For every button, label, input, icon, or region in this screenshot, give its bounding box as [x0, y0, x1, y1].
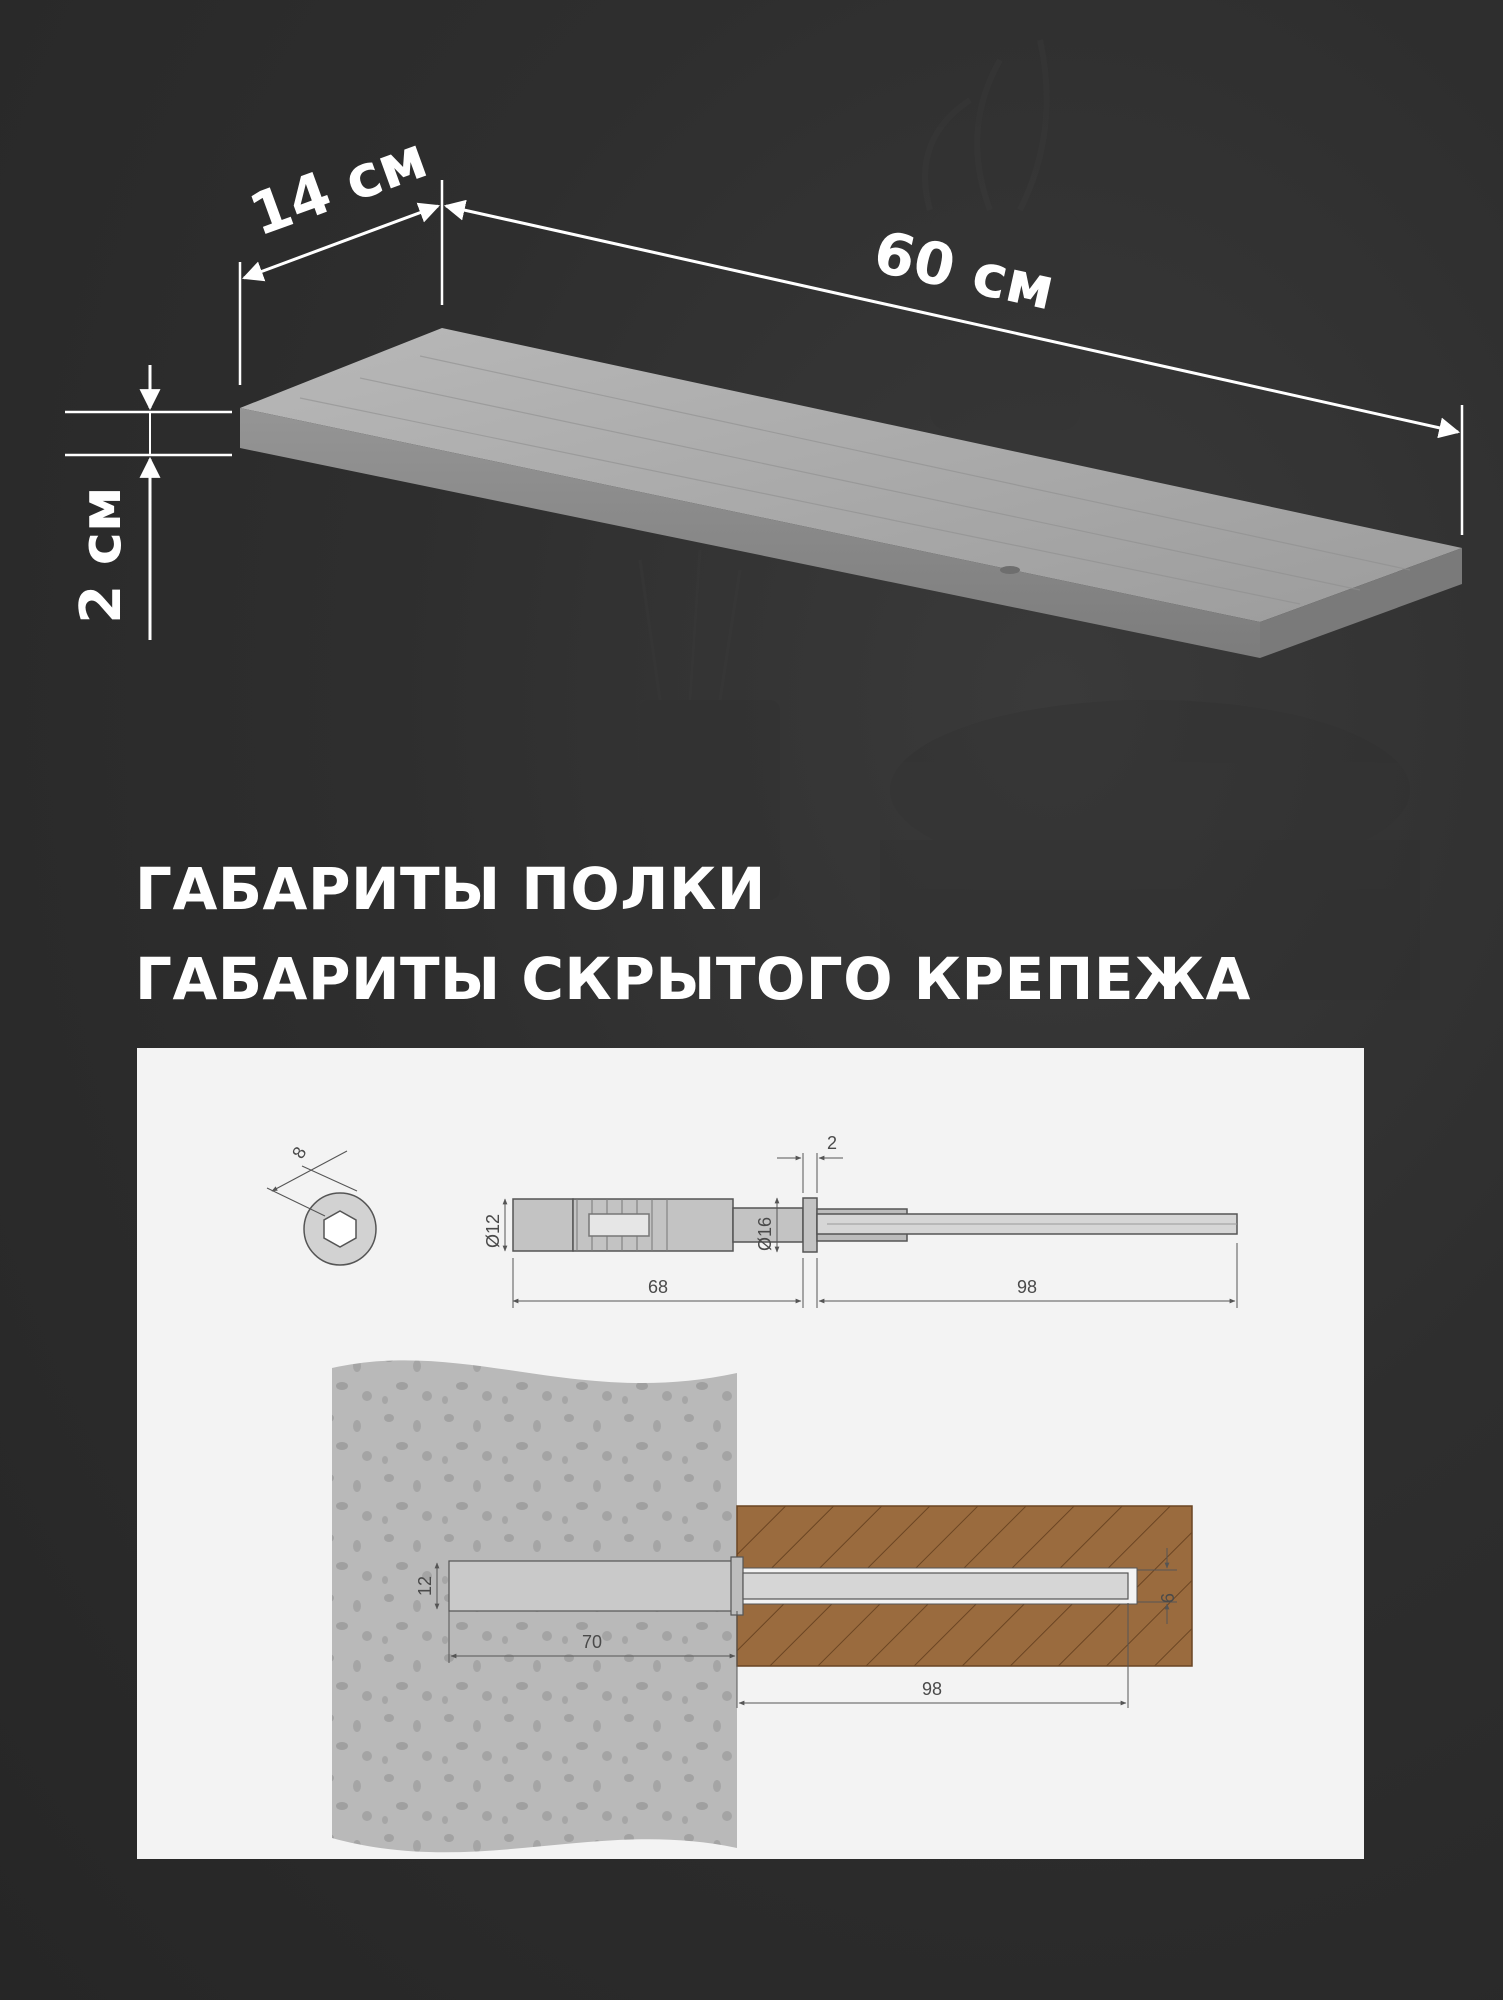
section-dimension-lines — [434, 1548, 1177, 1708]
shelf-board — [240, 328, 1462, 658]
anchor-length-label: 68 — [648, 1277, 668, 1297]
hex-socket-view: 8 — [266, 1143, 377, 1266]
side-view-dimension-lines — [502, 1153, 1238, 1308]
extension-lines — [65, 180, 1464, 535]
rod-depth-label: 98 — [922, 1679, 942, 1699]
shelf-hole-label: 9 — [1157, 1593, 1177, 1603]
rod-length-label: 98 — [1017, 1277, 1037, 1297]
installed-fastener — [448, 1556, 1129, 1616]
heading-shelf-dimensions: ГАБАРИТЫ ПОЛКИ — [135, 855, 766, 923]
background-decor — [638, 39, 1420, 1000]
fastener-drawing-panel: 8 — [137, 1048, 1364, 1859]
depth-dimension-label: 14 см — [241, 123, 436, 249]
shelf-scene: 14 см 60 см 2 см — [65, 39, 1464, 1000]
dimension-arrows — [139, 199, 1461, 640]
hole-depth-label: 70 — [582, 1632, 602, 1652]
flange-diameter-label: Ø16 — [755, 1217, 775, 1251]
hole-diameter-label: 12 — [415, 1576, 435, 1596]
flange-thickness-label: 2 — [827, 1133, 837, 1153]
fastener-technical-drawing: 8 — [266, 1133, 1238, 1853]
heading-fastener-dimensions: ГАБАРИТЫ СКРЫТОГО КРЕПЕЖА — [135, 945, 1251, 1013]
anchor-diameter-label: Ø12 — [483, 1214, 503, 1248]
thickness-dimension-label: 2 см — [69, 486, 134, 623]
hex-size-label: 8 — [288, 1143, 310, 1162]
fastener-side-view — [512, 1197, 1238, 1253]
